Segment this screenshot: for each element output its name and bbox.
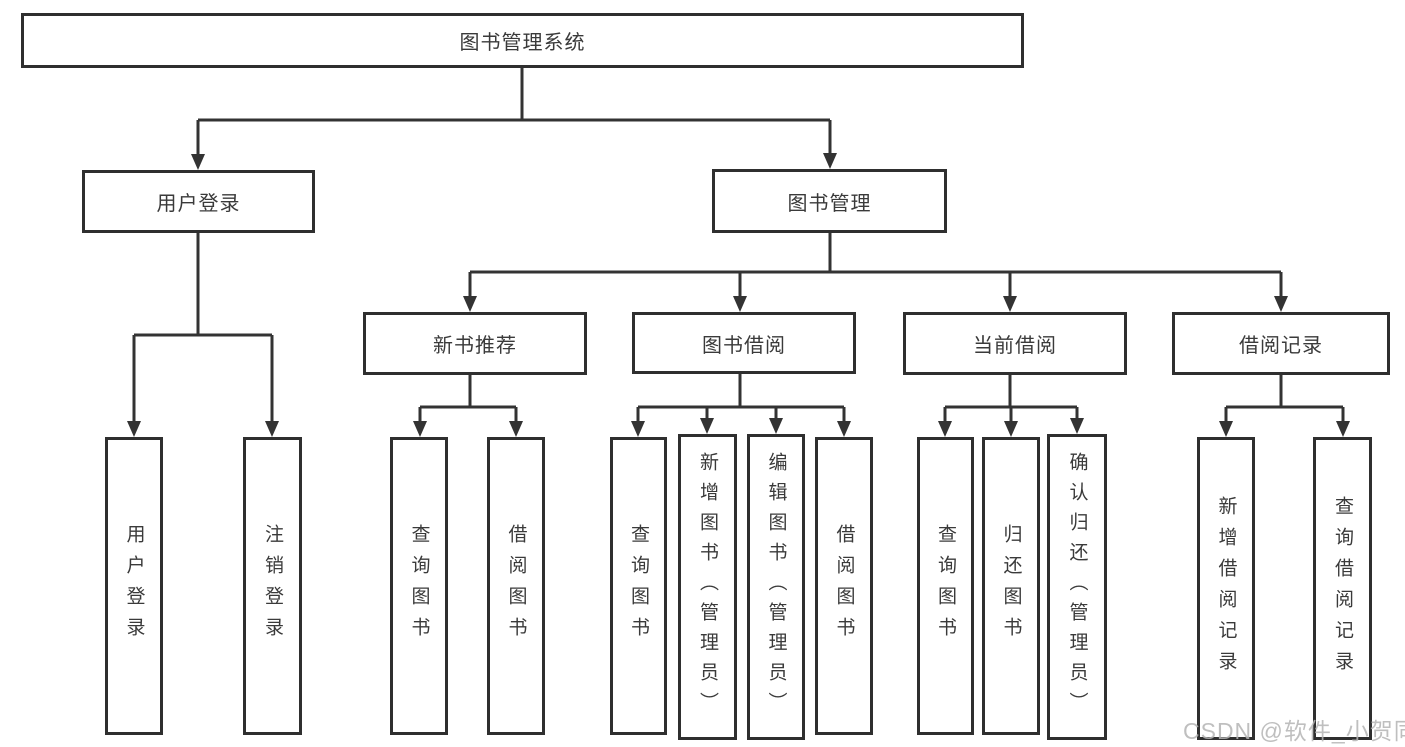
- node-root-library-system: 图书管理系统: [21, 13, 1024, 68]
- csdn-watermark: CSDN @软件_小贺同学: [1183, 718, 1405, 744]
- leaf-add-books-admin: 新增图书（管理员）: [678, 434, 737, 740]
- node-label: 借阅图书: [833, 524, 855, 648]
- node-label: 确认归还（管理员）: [1066, 452, 1088, 722]
- node-label: 图书管理: [787, 192, 872, 215]
- node-label: 注销登录: [262, 524, 283, 648]
- node-current-borrowing: 当前借阅: [903, 312, 1127, 375]
- node-label: 用户登录: [123, 524, 145, 648]
- leaf-query-books-current: 查询图书: [917, 437, 974, 735]
- node-label: 新书推荐: [433, 335, 517, 357]
- node-label: 新增图书（管理员）: [697, 452, 718, 722]
- node-label: 借阅记录: [1239, 335, 1323, 357]
- node-label: 查询图书: [628, 524, 649, 648]
- node-label: 图书管理系统: [459, 32, 586, 54]
- leaf-confirm-return-admin: 确认归还（管理员）: [1047, 434, 1107, 740]
- node-label: 编辑图书（管理员）: [765, 452, 787, 722]
- node-label: 新增借阅记录: [1215, 495, 1237, 682]
- node-label: 查询借阅记录: [1332, 495, 1353, 682]
- node-borrowing-records: 借阅记录: [1172, 312, 1390, 375]
- node-new-book-recommendation: 新书推荐: [363, 312, 587, 375]
- node-label: 图书借阅: [702, 334, 786, 357]
- node-label: 查询图书: [408, 524, 430, 648]
- node-user-login: 用户登录: [82, 170, 315, 233]
- leaf-return-books: 归还图书: [982, 437, 1040, 735]
- leaf-borrow-books: 借阅图书: [815, 437, 873, 735]
- node-book-management: 图书管理: [712, 169, 947, 233]
- leaf-add-borrow-record: 新增借阅记录: [1197, 437, 1255, 740]
- leaf-query-borrow-record: 查询借阅记录: [1313, 437, 1372, 740]
- leaf-edit-books-admin: 编辑图书（管理员）: [747, 434, 805, 740]
- node-label: 归还图书: [1000, 524, 1022, 648]
- leaf-query-books-borrow: 查询图书: [610, 437, 667, 735]
- node-book-borrowing: 图书借阅: [632, 312, 856, 374]
- node-label: 借阅图书: [505, 524, 527, 648]
- leaf-borrow-books-recommend: 借阅图书: [487, 437, 545, 735]
- connector-stems: [132, 68, 1345, 425]
- node-label: 用户登录: [156, 193, 241, 215]
- leaf-logout: 注销登录: [243, 437, 302, 735]
- node-label: 查询图书: [935, 524, 956, 648]
- leaf-user-login: 用户登录: [105, 437, 163, 735]
- leaf-query-books-recommend: 查询图书: [390, 437, 448, 735]
- node-label: 当前借阅: [973, 335, 1057, 357]
